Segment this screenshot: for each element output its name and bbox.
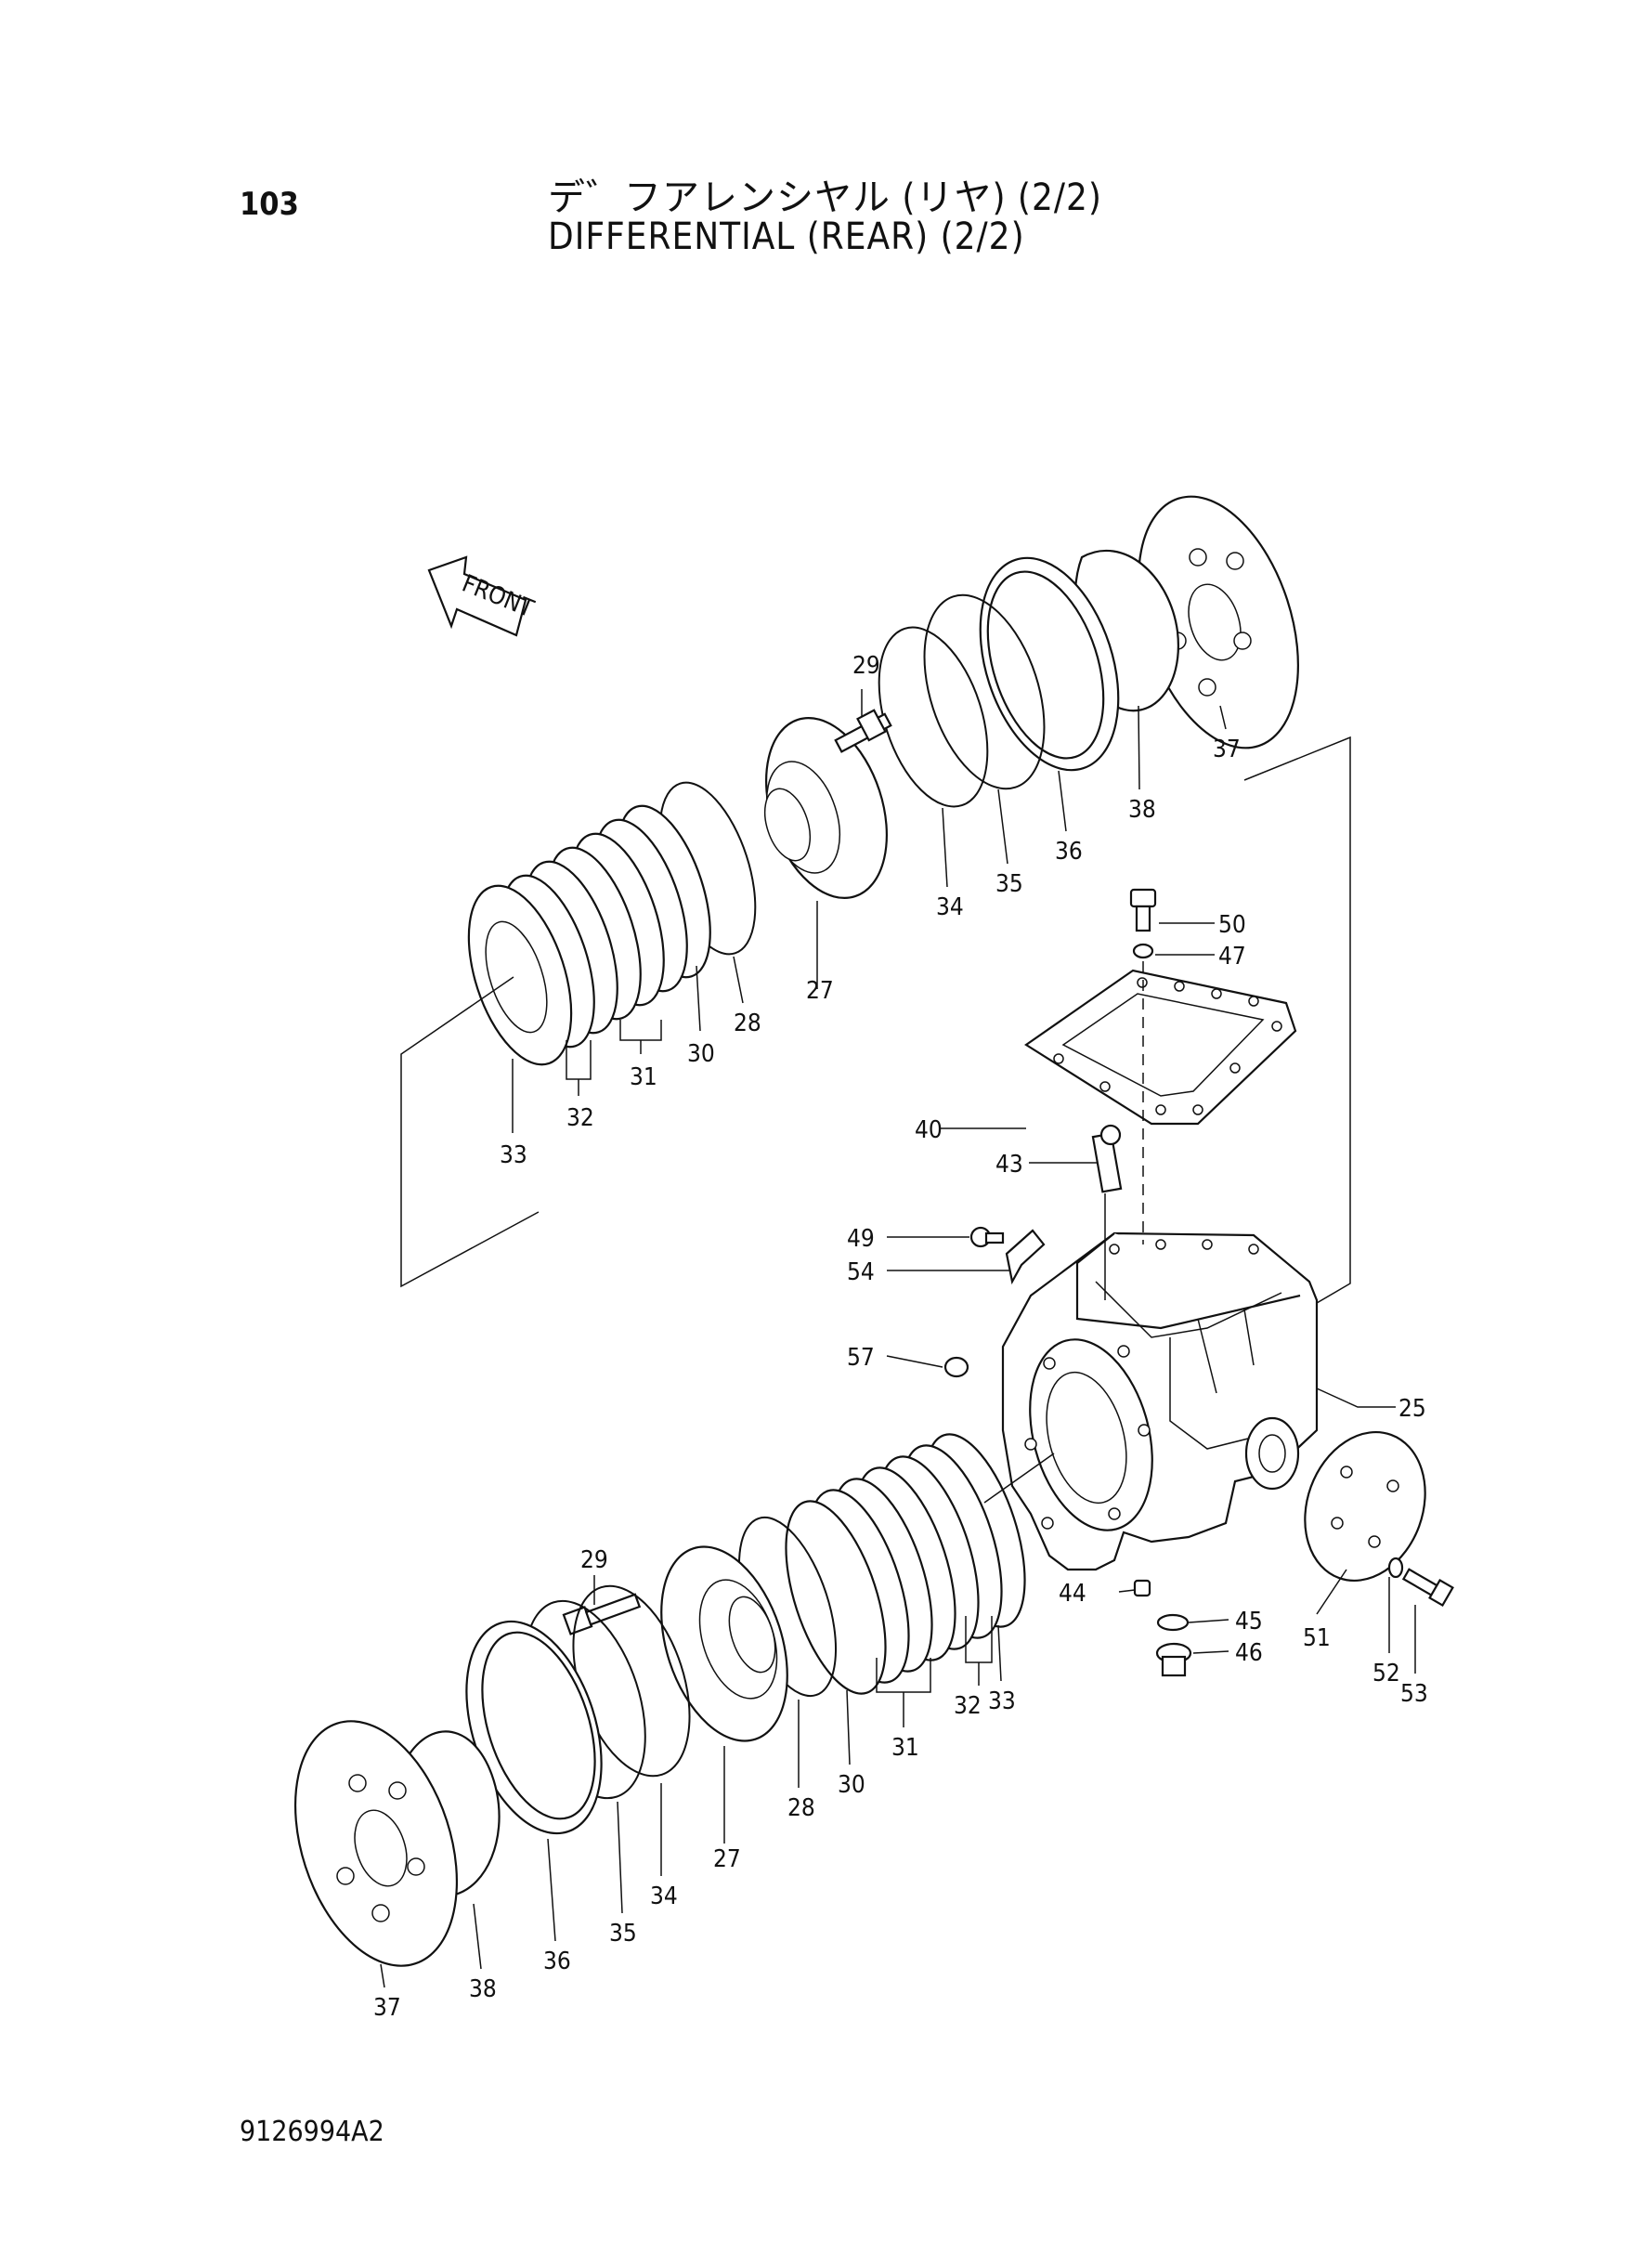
drawing-number: 9126994A2	[240, 2116, 384, 2148]
part-34-upper-ring	[878, 626, 989, 808]
part-35-upper-oring	[923, 593, 1046, 790]
part-29-lower-bolt	[562, 1593, 642, 1635]
part-53-bolt	[1401, 1568, 1454, 1608]
callout-57: 57	[847, 1344, 875, 1372]
callout-35-upper: 35	[995, 870, 1023, 898]
callout-34-upper: 34	[936, 893, 964, 921]
callout-38-upper: 38	[1128, 796, 1156, 824]
leader-lines	[380, 689, 1416, 1988]
callout-53: 53	[1400, 1680, 1428, 1708]
callout-36-upper: 36	[1055, 838, 1083, 866]
callout-35-lower: 35	[609, 1920, 637, 1948]
callout-38-lower: 38	[469, 1975, 497, 2003]
part-36-upper-ring	[979, 556, 1120, 772]
callout-34-lower: 34	[650, 1883, 678, 1910]
part-36-lower-ring	[465, 1620, 603, 1835]
part-40-cover-gasket	[1024, 969, 1297, 1126]
callout-44: 44	[1059, 1580, 1086, 1608]
callout-51: 51	[1303, 1624, 1331, 1652]
part-52-washer	[1387, 1557, 1404, 1579]
callout-27-upper: 27	[806, 977, 834, 1005]
part-27-upper-retainer	[763, 717, 888, 899]
callout-32-lower: 32	[954, 1692, 982, 1720]
callout-28-upper: 28	[734, 1010, 761, 1037]
callout-46: 46	[1235, 1639, 1263, 1667]
part-50-bolt	[1129, 888, 1157, 932]
callout-30-upper: 30	[687, 1040, 715, 1068]
title-japanese: デ゛フアレンシヤル (リヤ) (2/2)	[548, 176, 1102, 219]
callout-49: 49	[847, 1225, 875, 1253]
front-arrow-icon: FRONT	[427, 555, 538, 637]
part-51-side-cover	[1304, 1430, 1426, 1583]
callout-54: 54	[847, 1258, 875, 1286]
part-46-drain-plug	[1155, 1642, 1192, 1677]
callout-45: 45	[1235, 1608, 1263, 1635]
part-37-upper-plate	[1138, 495, 1299, 749]
callout-31-upper: 31	[630, 1063, 657, 1091]
part-43-breather	[1091, 1124, 1123, 1193]
part-37-lower-plate	[293, 1720, 459, 1967]
callout-31-lower: 31	[891, 1734, 919, 1762]
callout-52: 52	[1372, 1660, 1400, 1687]
callout-36-lower: 36	[543, 1948, 571, 1975]
part-57-plug	[943, 1356, 969, 1378]
callout-30-lower: 30	[838, 1771, 865, 1799]
callout-47: 47	[1218, 943, 1246, 971]
part-30-33-upper-disc-stack	[467, 804, 711, 1066]
callout-25: 25	[1398, 1395, 1426, 1423]
callout-29-lower: 29	[580, 1546, 608, 1574]
callout-37-upper: 37	[1213, 736, 1241, 763]
part-45-oring	[1156, 1613, 1190, 1632]
page-number: 103	[240, 186, 299, 223]
part-27-lower-retainer	[660, 1545, 788, 1742]
part-44-plug	[1133, 1579, 1151, 1597]
callout-33-lower: 33	[988, 1687, 1016, 1715]
callout-32-upper: 32	[566, 1104, 594, 1132]
part-30-33-lower-disc-stack	[785, 1433, 1026, 1695]
title-english: DIFFERENTIAL (REAR) (2/2)	[548, 215, 1025, 258]
callout-43: 43	[995, 1151, 1023, 1179]
part-29-upper-bolt	[834, 709, 892, 753]
part-49-bolt	[969, 1226, 1005, 1248]
part-47-washer	[1132, 943, 1154, 959]
callout-50: 50	[1218, 911, 1246, 939]
callout-28-lower: 28	[787, 1794, 815, 1822]
callout-40: 40	[915, 1116, 943, 1144]
part-54-bracket	[1005, 1229, 1046, 1285]
callout-33-upper: 33	[500, 1141, 527, 1169]
part-25-differential-housing	[1001, 1231, 1319, 1571]
callout-29-upper: 29	[852, 652, 880, 680]
callout-27-lower: 27	[713, 1845, 741, 1873]
callout-37-lower: 37	[373, 1994, 401, 2022]
